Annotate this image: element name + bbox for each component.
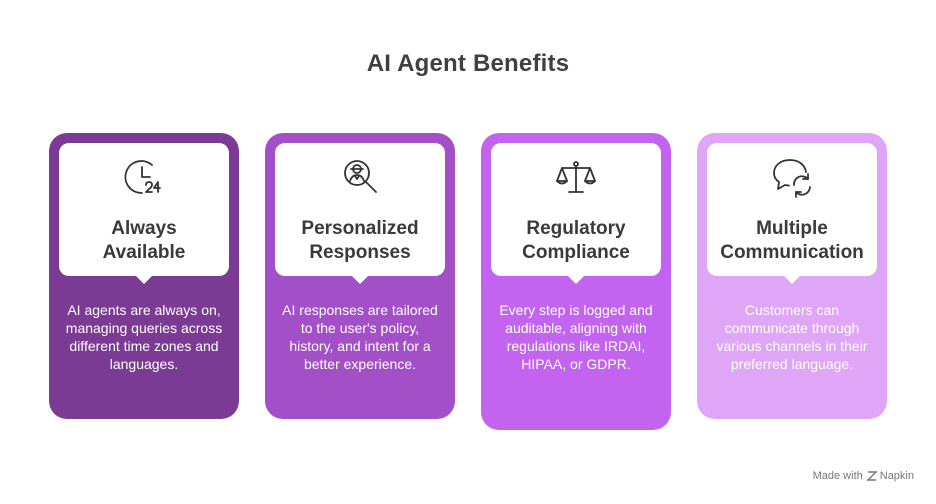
- card-regulatory-compliance: Regulatory Compliance Every step is logg…: [481, 133, 671, 430]
- card-description: Every step is logged and auditable, alig…: [499, 302, 653, 372]
- card-title: Personalized Responses: [301, 218, 419, 263]
- chat-refresh-icon: [770, 155, 814, 199]
- watermark: Made with Napkin: [813, 470, 914, 482]
- napkin-logo-icon: [866, 471, 877, 481]
- card-always-available: Always Available AI agents are always on…: [49, 133, 239, 419]
- card-description: Customers can communicate through variou…: [716, 302, 868, 372]
- brand-label: Napkin: [879, 470, 914, 482]
- card-header: Multiple Communication: [707, 143, 877, 284]
- scales-icon: [554, 155, 598, 199]
- card-description: AI agents are always on, managing querie…: [65, 302, 223, 372]
- card-title: Multiple Communication: [720, 218, 864, 263]
- card-description: AI responses are tailored to the user's …: [282, 302, 438, 372]
- card-header: Always Available: [59, 143, 229, 284]
- card-title: Regulatory Compliance: [522, 218, 630, 263]
- page-title: AI Agent Benefits: [366, 50, 570, 77]
- card-header: Regulatory Compliance: [491, 143, 661, 284]
- card-multiple-communication: Multiple Communication Customers can com…: [697, 133, 887, 419]
- clock-24-icon: [122, 155, 166, 199]
- brand: Napkin: [866, 470, 914, 482]
- card-personalized-responses: Personalized Responses AI responses are …: [265, 133, 455, 419]
- card-title: Always Available: [102, 218, 186, 263]
- made-with-label: Made with: [812, 470, 863, 482]
- card-header: Personalized Responses: [275, 143, 445, 284]
- person-search-icon: [338, 155, 382, 199]
